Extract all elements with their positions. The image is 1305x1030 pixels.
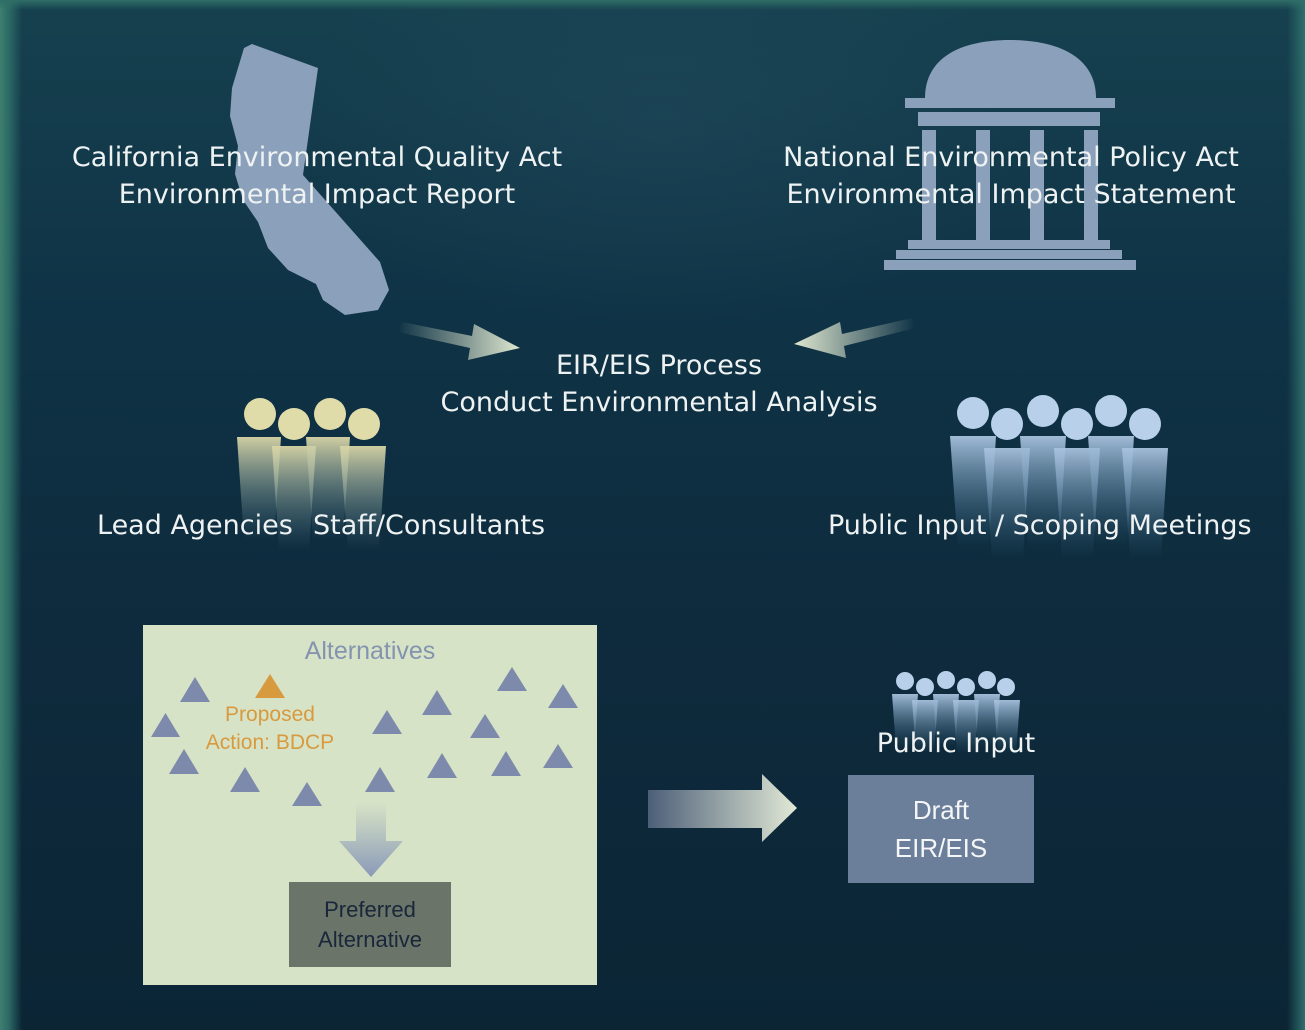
draft-line2: EIR/EIS	[894, 833, 988, 863]
california-icon	[230, 44, 389, 315]
alternative-triangle	[427, 753, 457, 778]
arrow-to-draft	[648, 774, 797, 842]
public-input-people-icon	[892, 671, 1020, 754]
alternative-triangle	[497, 667, 527, 691]
alternative-triangle	[365, 767, 395, 792]
proposed-line1: Proposed	[225, 703, 315, 726]
public-scoping-people-icon	[950, 395, 1168, 558]
ceqa-subtitle: Environmental Impact Report	[118, 179, 516, 210]
alternative-triangle	[491, 751, 521, 776]
preferred-alternative-label: Preferred Alternative	[318, 895, 422, 955]
preferred-line1: Preferred	[324, 896, 416, 922]
alternative-triangle	[543, 744, 573, 768]
background-edge	[0, 0, 1305, 10]
alternatives-graphics	[151, 667, 578, 877]
staff-consultants-label: Staff/Consultants	[313, 510, 546, 541]
arrow-nepa-to-process	[794, 318, 915, 358]
alternative-triangle	[470, 714, 500, 738]
alternative-triangle	[151, 713, 180, 737]
alternative-triangle	[169, 749, 199, 774]
proposed-action-triangle	[255, 674, 285, 698]
alternative-triangle	[180, 677, 210, 702]
alternative-triangle	[422, 690, 452, 715]
capitol-building-icon	[884, 40, 1136, 270]
preferred-line2: Alternative	[318, 926, 422, 952]
background-edge	[0, 0, 22, 1030]
public-input-label: Public Input	[876, 728, 1036, 759]
alternatives-title: Alternatives	[304, 637, 436, 665]
proposed-line2: Action: BDCP	[205, 731, 335, 754]
arrow-ceqa-to-process	[398, 322, 520, 360]
nepa-subtitle: Environmental Impact Statement	[786, 179, 1236, 210]
preferred-alternative-box: Preferred Alternative	[289, 882, 451, 967]
alternative-triangle	[230, 767, 260, 792]
lead-agencies-people-icon	[237, 398, 386, 550]
draft-eir-eis-box: Draft EIR/EIS	[848, 775, 1034, 883]
lead-agencies-label: Lead Agencies	[97, 510, 293, 541]
background-edge	[1287, 0, 1305, 1030]
alternatives-box: Alternatives Pro	[143, 625, 597, 985]
alternative-triangle	[292, 782, 322, 806]
alternative-triangle	[548, 684, 578, 708]
arrow-to-preferred	[339, 803, 403, 877]
nepa-title: National Environmental Policy Act	[783, 142, 1239, 173]
draft-line1: Draft	[912, 795, 970, 825]
process-title: EIR/EIS Process	[555, 350, 763, 381]
public-scoping-label: Public Input / Scoping Meetings	[828, 510, 1252, 541]
process-subtitle: Conduct Environmental Analysis	[440, 387, 878, 418]
alternative-triangle	[372, 710, 402, 734]
draft-eir-eis-label: Draft EIR/EIS	[895, 791, 987, 867]
ceqa-title: California Environmental Quality Act	[71, 142, 563, 173]
proposed-action-label: Proposed Action: BDCP	[183, 701, 357, 757]
